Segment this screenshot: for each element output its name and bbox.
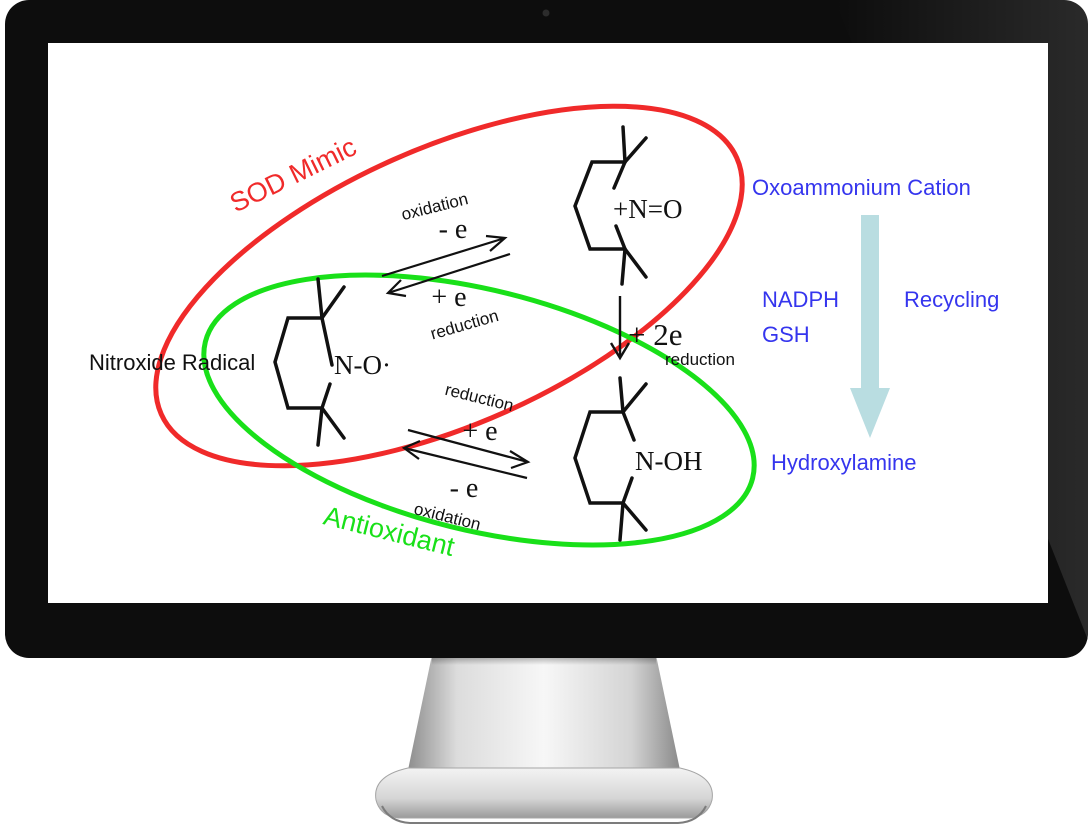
bottom-oxidation-charge: - e	[450, 473, 479, 504]
recycling-arrow	[850, 215, 890, 438]
nitroxide-radical-label: Nitroxide Radical	[89, 350, 255, 375]
sod-mimic-ring	[153, 103, 745, 469]
screen	[48, 43, 1048, 603]
nitroxide-formula: N-O·	[334, 350, 391, 380]
two-electron-reduction-label: reduction	[665, 350, 735, 369]
top-reduction-charge: + e	[431, 282, 466, 313]
two-electron-charge: + 2e	[628, 317, 683, 352]
hydroxylamine-structure	[573, 376, 648, 542]
oxoammonium-structure	[573, 125, 648, 286]
oxoammonium-cation-label: Oxoammonium Cation	[752, 175, 971, 200]
oxoammonium-formula: +N=O	[613, 194, 682, 224]
nadph-label: NADPH	[762, 287, 839, 312]
antioxidant-ring	[201, 272, 757, 548]
top-equilibrium-arrows	[381, 234, 511, 298]
two-electron-arrow	[609, 296, 631, 361]
top-oxidation-charge: - e	[439, 214, 468, 245]
gsh-label: GSH	[762, 322, 810, 347]
hydroxylamine-label: Hydroxylamine	[771, 450, 917, 475]
bottom-equilibrium-arrows	[401, 428, 531, 480]
recycling-label: Recycling	[904, 287, 999, 312]
stand-base	[375, 767, 713, 819]
nitroxide-structure	[273, 277, 346, 447]
bottom-reduction-charge: + e	[462, 416, 497, 447]
hydroxylamine-formula: N-OH	[635, 446, 703, 476]
webcam-dot	[542, 9, 550, 17]
